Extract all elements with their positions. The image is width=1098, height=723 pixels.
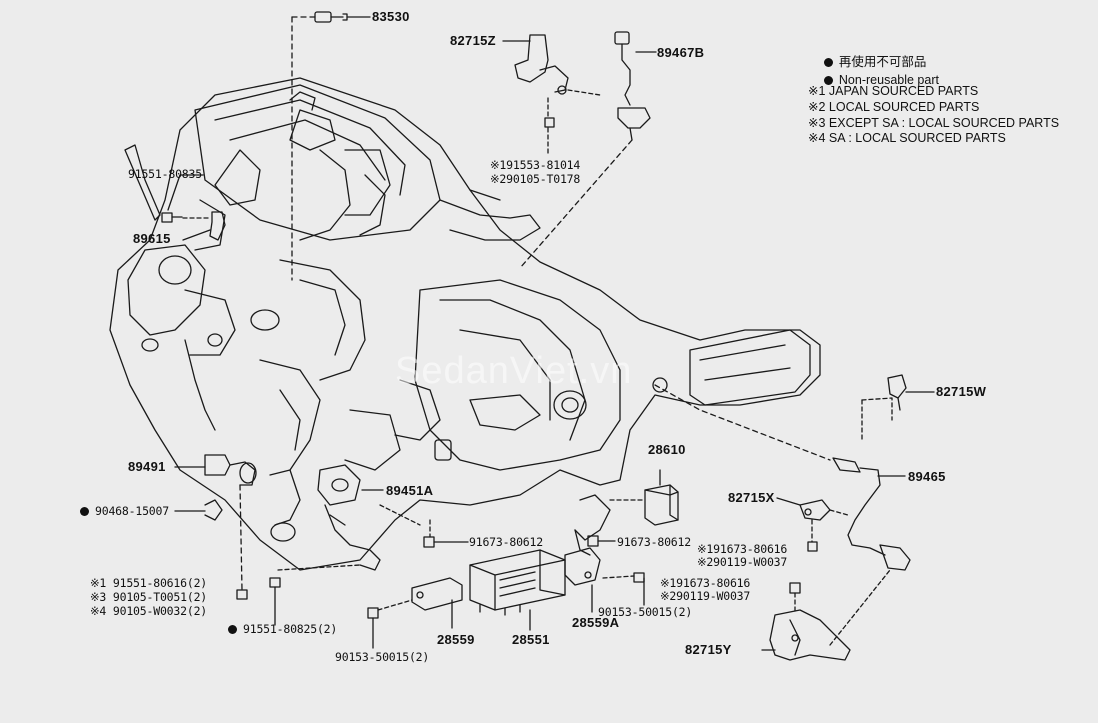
label-83530: 83530 [372, 9, 410, 24]
legend-non-reusable: Non-reusable part [810, 58, 939, 103]
part-28610-relay [644, 484, 679, 526]
label-89465: 89465 [908, 469, 946, 484]
label-28610: 28610 [648, 442, 686, 457]
label-28559A: 28559A [572, 615, 620, 630]
part-82715Y-bracket [769, 609, 851, 661]
bolt-191673-80616-a [807, 541, 818, 552]
legend-reusable-jp: 再使用不可部品 [810, 40, 926, 85]
bolt-90153-50015-b [633, 572, 645, 583]
non-reusable-dot-icon [228, 625, 237, 634]
part-89451A-neutral-switch [317, 464, 381, 571]
label-28551: 28551 [512, 632, 550, 647]
label-28559: 28559 [437, 632, 475, 647]
label-89451A: 89451A [386, 483, 434, 498]
label-191673-80616-b: ※191673-80616 [660, 576, 751, 590]
label-91551-80616: ※1 91551-80616(2) [90, 576, 208, 590]
label-90105-T0051: ※3 90105-T0051(2) [90, 590, 208, 604]
label-290119-W0037-a: ※290119-W0037 [697, 555, 788, 569]
label-89491: 89491 [128, 459, 166, 474]
part-28559-bracket [411, 577, 463, 611]
legend-non-reusable-text: Non-reusable part [838, 73, 939, 87]
engine-assembly-drawing [109, 77, 821, 571]
label-90468-15007: 90468-15007 [80, 505, 169, 518]
legend-reuse-jp-text: 再使用不可部品 [838, 55, 927, 69]
legend-note-3: ※3 EXCEPT SA : LOCAL SOURCED PARTS [808, 116, 1060, 130]
part-90468-clip [204, 499, 223, 521]
legend-note-1: ※1 JAPAN SOURCED PARTS [808, 84, 979, 98]
part-89465-oxygen-sensor [832, 457, 911, 571]
non-reusable-dot-icon [80, 507, 89, 516]
label-89467B: 89467B [657, 45, 705, 60]
bolt-191673-80616-b [789, 582, 801, 594]
label-191553-81014: ※191553-81014 [490, 158, 581, 172]
label-91673-80612-b: 91673-80612 [617, 535, 691, 549]
part-82715W-clamp [887, 374, 907, 411]
bolt-91673-80612-a [423, 536, 435, 548]
label-90468-15007-text: 90468-15007 [95, 504, 169, 518]
non-reusable-dot-icon [823, 58, 833, 68]
part-28551-control-box [469, 549, 566, 616]
label-290105-T0178: ※290105-T0178 [490, 172, 581, 186]
part-82715X-clamp [799, 499, 831, 521]
part-83530-sensor [314, 11, 348, 23]
watermark: SedanViet.vn [395, 350, 633, 392]
label-89615: 89615 [133, 231, 171, 246]
bolt-91551-80825 [269, 577, 281, 588]
part-28559A-bracket [564, 547, 601, 586]
label-90105-W0032: ※4 90105-W0032(2) [90, 604, 208, 618]
part-89467B-oxygen-sensor [614, 31, 651, 141]
label-290119-W0037-b: ※290119-W0037 [660, 589, 751, 603]
label-82715Z: 82715Z [450, 33, 496, 48]
label-90153-50015-a: 90153-50015(2) [335, 650, 430, 664]
label-82715X: 82715X [728, 490, 775, 505]
label-191673-80616-a: ※191673-80616 [697, 542, 788, 556]
label-82715Y: 82715Y [685, 642, 732, 657]
part-89615-sensor [161, 211, 226, 241]
label-91551-80825: 91551-80825(2) [228, 623, 337, 636]
label-82715W: 82715W [936, 384, 987, 399]
legend-note-4: ※4 SA : LOCAL SOURCED PARTS [808, 131, 1006, 145]
label-91551-80835: 91551-80835 [128, 167, 202, 181]
label-91551-80825-text: 91551-80825(2) [243, 622, 338, 636]
non-reusable-dot-icon [823, 76, 833, 86]
part-89491-sensor [204, 454, 257, 486]
part-82715Z-bracket [514, 34, 569, 128]
legend-note-2: ※2 LOCAL SOURCED PARTS [808, 100, 980, 114]
label-90153-50015-b: 90153-50015(2) [598, 605, 693, 619]
label-91673-80612-a: 91673-80612 [469, 535, 543, 549]
bolt-91551-80616 [236, 589, 248, 600]
bolt-90153-50015-a [367, 607, 379, 619]
